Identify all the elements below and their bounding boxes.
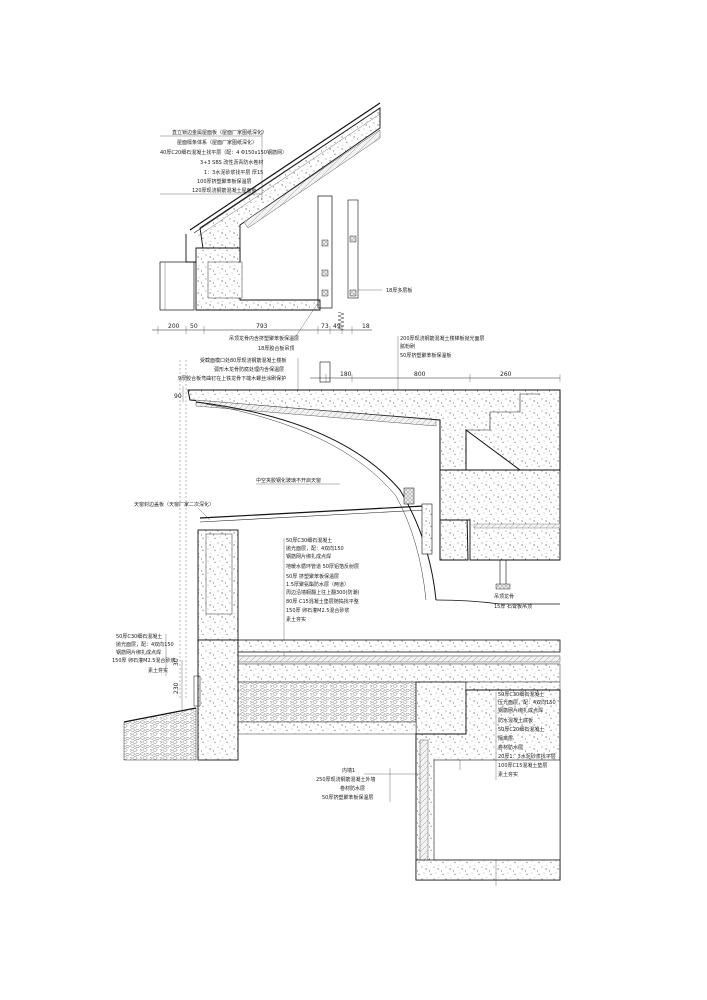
floor-section: 50厚C30细石混凝土 抛光面层，配：4双向150 钢筋网片绑扎成点焊 地暖水循… <box>112 537 561 886</box>
axis-lines <box>179 360 187 700</box>
floor-base <box>237 663 561 683</box>
basement-interior <box>433 759 561 861</box>
skylight-label: 天窗封边盖板（天窗厂家二次深化） <box>134 501 214 508</box>
left-label: 150厚 卵石灌M2.5混合砂浆 <box>112 657 175 664</box>
right-label: 隔离层 <box>498 735 513 742</box>
ceiling-label: 18厚胶合板吊顶 <box>258 345 294 352</box>
roof-layer-labels: 直立锁边金属屋面板（屋面厂家图纸深化） 屋面檩条体系（屋面厂家图纸深化） 40厚… <box>160 129 287 200</box>
slab-label: 腻粉刷 <box>400 343 415 350</box>
floor-label: 150厚 卵石灌M2.5混合砂浆 <box>286 607 349 614</box>
glass-label: 中空夹胶钢化玻璃不开启天窗 <box>256 477 321 484</box>
floor-label: 1.5厚聚氨酯防水层（两道） <box>286 581 349 588</box>
roof-insulation <box>243 129 381 229</box>
right-label: 防水混凝土底板 <box>498 717 533 724</box>
left-label: 素土夯实 <box>148 667 168 674</box>
dim-text: 793 <box>256 323 268 330</box>
vault-section: 180 800 260 200厚现浇钢筋混凝土楼梯板抛光面层 腻粉刷 50厚挤塑… <box>134 335 561 641</box>
floor-label: 周边沿墙橱翻上往上翻300(防潮) <box>286 589 359 596</box>
ground-left <box>123 707 197 761</box>
vault-label: 受截面模口处80厚现浇钢筋混凝土楼板 <box>200 357 286 364</box>
roof-label: 3+3 SBS 改性沥青防水卷材 <box>200 159 263 166</box>
wall-layer-labels: 内墙1 250厚现浇钢筋混凝土外墙 卷材防水层 50厚挤塑聚苯板保温层 <box>316 767 420 802</box>
roof-dimension-line: 200 50 793 73 49 18 <box>152 323 372 334</box>
dim-text: 49 <box>333 323 341 330</box>
timber-post <box>317 195 333 309</box>
roof-label: 40厚C20细石混凝土找平层（配：4 Φ150x150钢筋网） <box>160 149 287 156</box>
slab-insulation <box>195 399 437 427</box>
board-label: 18厚多层板 <box>386 287 412 294</box>
left-label: 50厚C30细石混凝土 <box>116 633 162 640</box>
floor-insulation <box>237 655 561 663</box>
vault-label: 9厚胶合板弯曲钉在上铁龙骨下端木螺丝涂刷保护 <box>178 375 286 382</box>
dim-text: 30 <box>173 658 180 666</box>
skylight <box>199 487 433 555</box>
floor-label: 素土夯实 <box>286 616 306 623</box>
floor-topping <box>197 639 561 653</box>
downpipe <box>159 261 195 311</box>
dim-text: 230 <box>173 682 180 694</box>
right-label: 50厚C30细石混凝土 <box>498 691 544 698</box>
slab-label: 200厚现浇钢筋混凝土楼梯板抛光面层 <box>400 335 485 342</box>
dim-text: 90 <box>174 393 182 400</box>
right-label: 100厚C15混凝土垫层 <box>498 762 547 769</box>
vault-arc <box>195 401 437 601</box>
hanger-label: 15厚 石膏板吊顶 <box>494 603 532 610</box>
dim-text: 18 <box>362 323 370 330</box>
wall-label: 内墙1 <box>342 767 355 774</box>
dim-text: 200 <box>168 323 180 330</box>
right-label: 卷材防水层 <box>498 744 523 751</box>
wall-label: 250厚现浇钢筋混凝土外墙 <box>316 776 376 783</box>
roof-section: 直立锁边金属屋面板（屋面厂家图纸深化） 屋面檩条体系（屋面厂家图纸深化） 40厚… <box>152 102 412 352</box>
right-label: 20厚1：3水泥砂浆找平层 <box>498 753 556 760</box>
roof-label: 屋面檩条体系（屋面厂家图纸深化） <box>177 139 257 146</box>
right-label: 素土夯实 <box>498 771 518 778</box>
floor-label: 80厚 C15混凝土垫层随捣找平整 <box>286 598 359 605</box>
left-layer-labels: 50厚C30细石混凝土 抛光面层，配：4双向150 钢筋网片绑扎成点焊 150厚… <box>112 633 175 676</box>
right-label: 钢筋网片绑扎成点焊 <box>498 707 543 714</box>
roof-label: 直立锁边金属屋面板（屋面厂家图纸深化） <box>172 129 267 136</box>
dim-text: 50 <box>190 323 198 330</box>
floor-label: 钢筋网片绑扎成点焊 <box>286 553 331 560</box>
dim-text: 260 <box>500 371 512 378</box>
floor-label: 50厚C30细石混凝土 <box>286 537 332 544</box>
floor-label: 抛光面层，配：4双向150 <box>286 545 344 552</box>
floor-layer-labels: 50厚C30细石混凝土 抛光面层，配：4双向150 钢筋网片绑扎成点焊 地暖水循… <box>283 537 359 660</box>
dim-text: 73 <box>321 323 329 330</box>
roof-label: 120厚现浇钢筋混凝土屋面板 <box>192 187 257 194</box>
floor-gravel <box>237 681 417 723</box>
floor-label: 地暖水循环管道 50厚铝箔反射层 <box>286 563 359 570</box>
roof-label: 1：3水泥砂浆找平层 厚15 <box>204 169 263 176</box>
dim-text: 800 <box>414 371 426 378</box>
left-label: 钢筋网片绑扎成点焊 <box>116 649 161 656</box>
hanger-label: 吊顶龙骨 <box>494 593 514 600</box>
beam-section <box>439 469 561 561</box>
roof-label: 100厚挤塑聚苯板保温层 <box>197 178 252 185</box>
slab-label: 50厚挤塑聚苯板保温板 <box>400 352 451 359</box>
break-line <box>337 311 345 331</box>
right-label: 50厚C20细石混凝土 <box>498 726 544 733</box>
wall-label: 卷材防水层 <box>340 785 365 792</box>
vault-label: 弧形木龙骨防腐处理内含保温层 <box>214 366 284 373</box>
right-layer-labels: 50厚C30细石混凝土 压光面层，配：4双向150 钢筋网片绑扎成点焊 防水混凝… <box>495 691 556 780</box>
dim-text: 180 <box>340 371 352 378</box>
left-label: 抛光面层，配：4双向150 <box>116 641 174 648</box>
right-label: 压光面层，配：4双向150 <box>498 699 556 706</box>
basement-slab <box>415 859 561 881</box>
wall-label: 50厚挤塑聚苯板保温层 <box>322 794 373 801</box>
floor-label: 50厚 挤塑聚苯板保温层 <box>286 573 339 580</box>
ceiling-label: 吊顶龙骨内含挤塑聚苯板保温层 <box>229 335 299 342</box>
